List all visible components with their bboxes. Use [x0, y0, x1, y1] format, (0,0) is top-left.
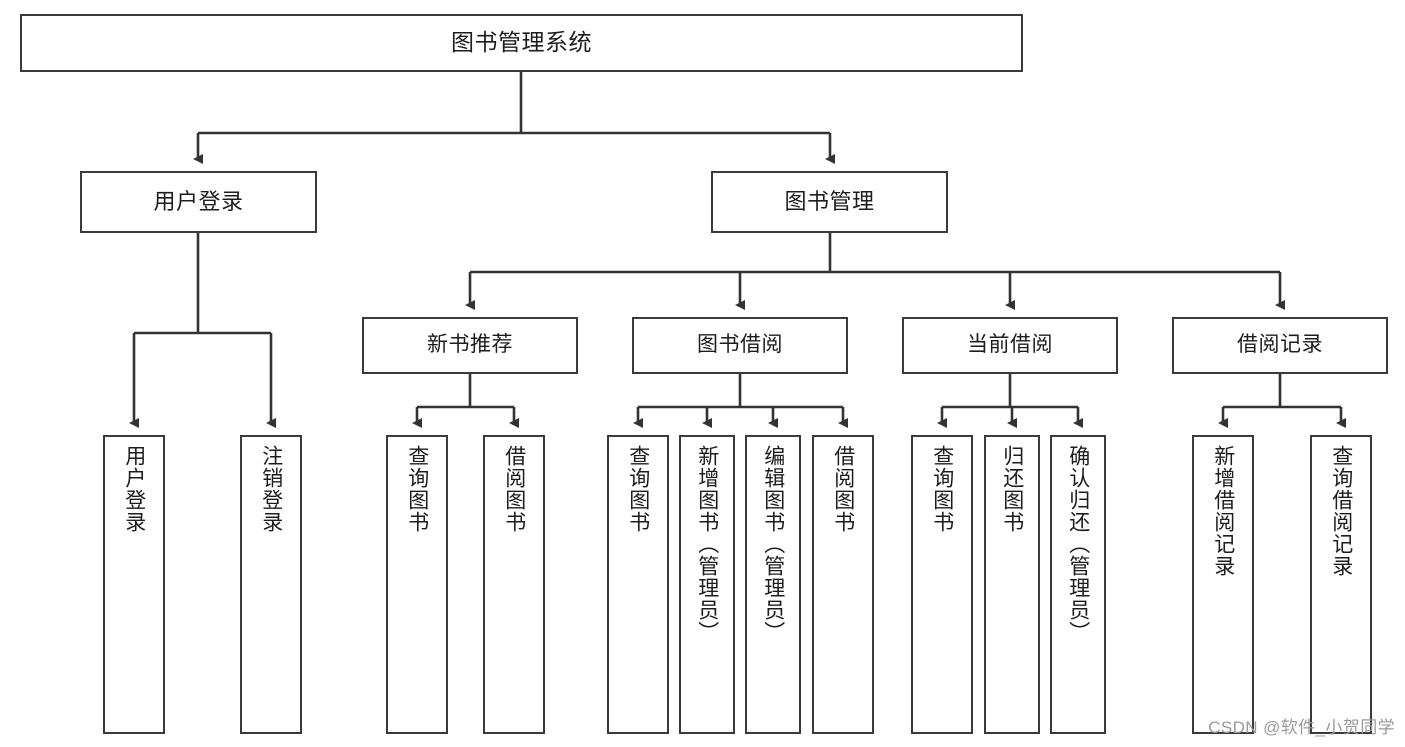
- node-leaf-add-book[interactable]: 新增图书（管理员）: [679, 435, 735, 734]
- node-root-label: 图书管理系统: [451, 29, 592, 56]
- watermark: CSDN @软件_小贺同学: [1208, 718, 1395, 737]
- node-root[interactable]: 图书管理系统: [20, 14, 1023, 72]
- node-current-borrow[interactable]: 当前借阅: [902, 317, 1118, 374]
- node-book-borrow[interactable]: 图书借阅: [632, 317, 848, 374]
- node-book-manage[interactable]: 图书管理: [711, 171, 948, 233]
- node-book-borrow-label: 图书借阅: [697, 333, 783, 357]
- node-leaf-query-record-label: 查询借阅记录: [1329, 445, 1353, 577]
- node-leaf-add-record-label: 新增借阅记录: [1211, 445, 1235, 577]
- node-leaf-add-book-label: 新增图书（管理员）: [695, 445, 719, 643]
- node-new-book-rec-label: 新书推荐: [427, 333, 513, 357]
- node-leaf-query-book-3-label: 查询图书: [930, 445, 954, 533]
- node-leaf-borrow-book-2-label: 借阅图书: [831, 445, 855, 533]
- node-leaf-borrow-book-1-label: 借阅图书: [502, 445, 526, 533]
- node-borrow-record[interactable]: 借阅记录: [1172, 317, 1388, 374]
- node-leaf-confirm-return-label: 确认归还（管理员）: [1066, 445, 1090, 643]
- node-leaf-user-login[interactable]: 用户登录: [103, 435, 165, 734]
- node-leaf-edit-book-label: 编辑图书（管理员）: [761, 445, 785, 643]
- node-leaf-query-book-1-label: 查询图书: [405, 445, 429, 533]
- node-leaf-user-login-label: 用户登录: [122, 445, 146, 533]
- node-leaf-query-book-3[interactable]: 查询图书: [911, 435, 973, 734]
- node-leaf-return-book[interactable]: 归还图书: [984, 435, 1040, 734]
- node-leaf-logout-label: 注销登录: [259, 445, 283, 533]
- node-book-manage-label: 图书管理: [784, 189, 875, 215]
- node-leaf-query-record[interactable]: 查询借阅记录: [1310, 435, 1372, 734]
- node-leaf-confirm-return[interactable]: 确认归还（管理员）: [1050, 435, 1106, 734]
- node-leaf-logout[interactable]: 注销登录: [240, 435, 302, 734]
- node-leaf-borrow-book-2[interactable]: 借阅图书: [812, 435, 874, 734]
- node-borrow-record-label: 借阅记录: [1237, 333, 1323, 357]
- node-leaf-query-book-2[interactable]: 查询图书: [607, 435, 669, 734]
- node-new-book-rec[interactable]: 新书推荐: [362, 317, 578, 374]
- node-user-login-label: 用户登录: [153, 189, 244, 215]
- node-user-login[interactable]: 用户登录: [80, 171, 317, 233]
- node-current-borrow-label: 当前借阅: [967, 333, 1053, 357]
- node-leaf-query-book-2-label: 查询图书: [626, 445, 650, 533]
- node-leaf-edit-book[interactable]: 编辑图书（管理员）: [745, 435, 801, 734]
- node-leaf-query-book-1[interactable]: 查询图书: [386, 435, 448, 734]
- node-leaf-add-record[interactable]: 新增借阅记录: [1192, 435, 1254, 734]
- node-leaf-return-book-label: 归还图书: [1000, 445, 1024, 533]
- node-leaf-borrow-book-1[interactable]: 借阅图书: [483, 435, 545, 734]
